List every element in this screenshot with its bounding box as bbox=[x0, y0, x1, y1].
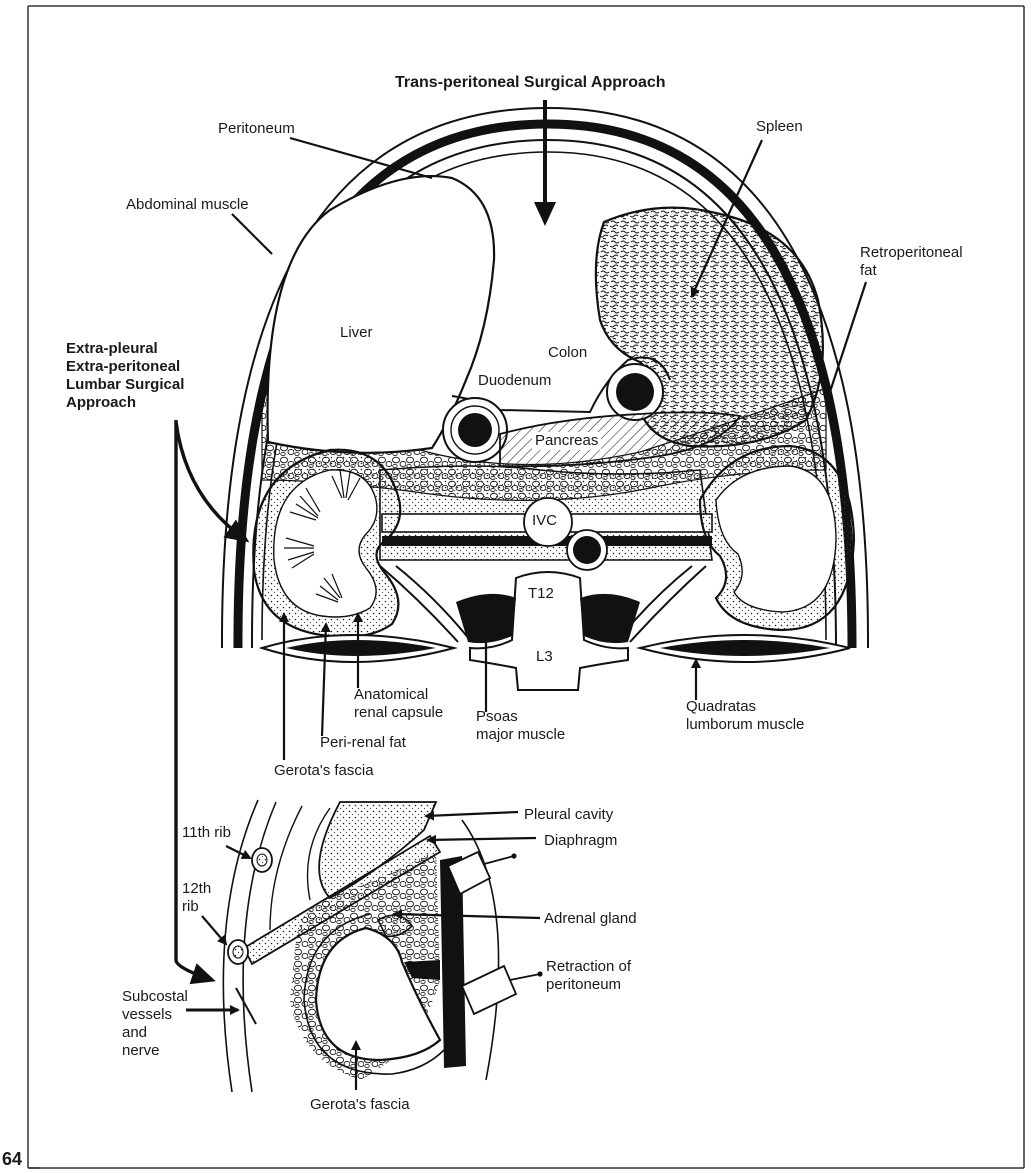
label-peri-renal-fat: Peri-renal fat bbox=[320, 734, 406, 751]
page-number: 64 bbox=[2, 1149, 23, 1169]
lower-rib-detail bbox=[222, 799, 543, 1093]
label-liver: Liver bbox=[340, 324, 373, 341]
lower-leader-lines bbox=[174, 420, 541, 1090]
duodenum-ring bbox=[442, 397, 508, 463]
label-11th-rib: 11th rib bbox=[182, 824, 231, 841]
label-retraction-of-peritoneum: Retraction of peritoneum bbox=[546, 958, 632, 993]
psoas-muscles bbox=[456, 593, 640, 644]
page-frame bbox=[27, 5, 1025, 1169]
pancreas-shape bbox=[499, 411, 742, 468]
right-kidney bbox=[698, 444, 856, 632]
label-gerotas-fascia-upper: Gerota's fascia bbox=[274, 762, 374, 779]
label-pancreas: Pancreas bbox=[532, 432, 602, 450]
label-pleural-cavity: Pleural cavity bbox=[524, 806, 614, 823]
peritoneum-band bbox=[440, 856, 466, 1068]
label-adrenal-gland: Adrenal gland bbox=[544, 910, 637, 927]
label-anatomical-renal-capsule: Anatomical renal capsule bbox=[354, 686, 444, 721]
lower-kidney bbox=[314, 926, 442, 1062]
label-spleen: Spleen bbox=[756, 118, 803, 135]
eleventh-rib bbox=[251, 847, 273, 873]
liver-shape bbox=[266, 175, 496, 454]
vertebral-body bbox=[469, 571, 629, 691]
label-12th-rib: 12th rib bbox=[182, 880, 212, 915]
great-vessels bbox=[381, 497, 713, 571]
label-diaphragm: Diaphragm bbox=[544, 832, 618, 849]
label-psoas-major-muscle: Psoas major muscle bbox=[476, 708, 566, 743]
label-subcostal-vessels: Subcostal vessels and nerve bbox=[122, 988, 188, 1059]
label-colon: Colon bbox=[548, 344, 588, 361]
upper-leader-lines bbox=[174, 100, 868, 760]
colon-ring bbox=[606, 363, 664, 421]
label-t12: T12 bbox=[528, 585, 554, 602]
label-duodenum: Duodenum bbox=[478, 372, 552, 389]
label-peritoneum: Peritoneum bbox=[218, 120, 295, 137]
label-extra-pleural-approach: Extra-pleural Extra-peritoneal Lumbar Su… bbox=[66, 340, 185, 411]
label-abdominal-muscle: Abdominal muscle bbox=[126, 196, 249, 213]
adrenal-shape bbox=[376, 914, 414, 938]
label-gerotas-fascia-lower: Gerota's fascia bbox=[310, 1096, 410, 1113]
twelfth-rib bbox=[227, 939, 249, 965]
label-quadratas-lumborum-muscle: Quadratas lumborum muscle bbox=[686, 698, 805, 733]
main-title: Trans-peritoneal Surgical Approach bbox=[395, 74, 666, 91]
label-ivc: IVC bbox=[532, 512, 558, 529]
label-l3: L3 bbox=[536, 648, 553, 665]
label-retroperitoneal-fat: Retroperitoneal fat bbox=[860, 244, 963, 279]
